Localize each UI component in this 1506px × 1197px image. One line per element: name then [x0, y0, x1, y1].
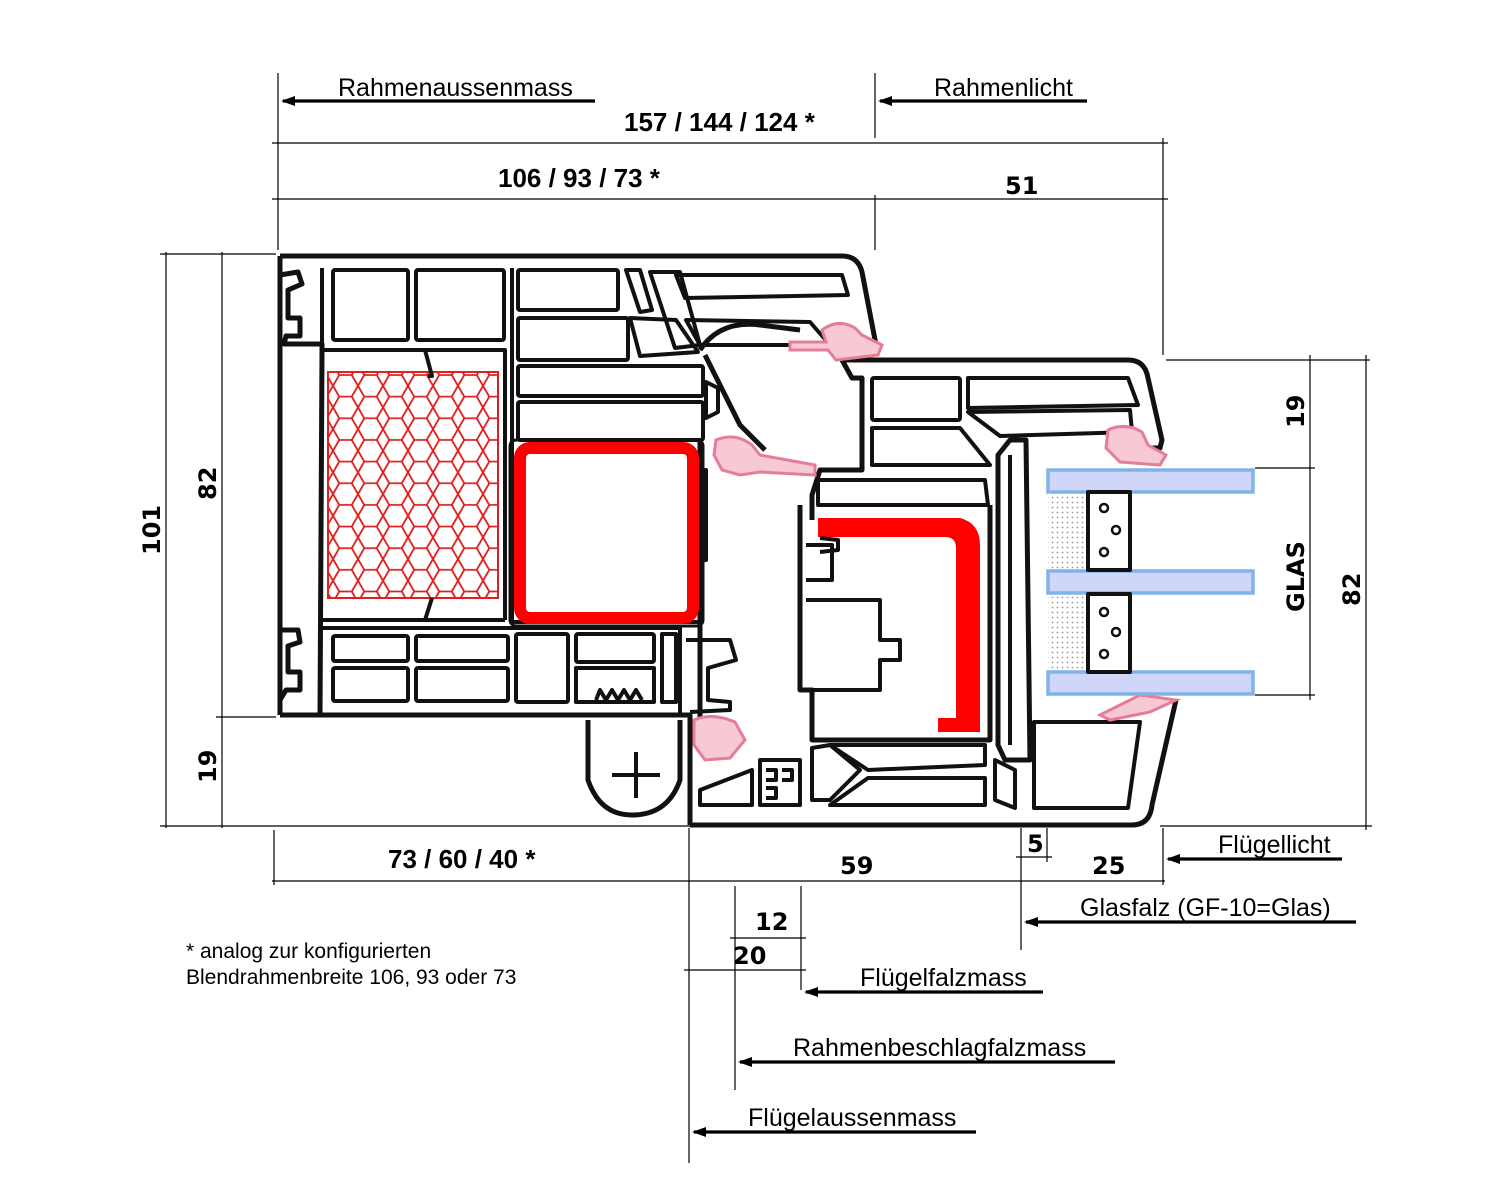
frame-steel-chamber [508, 438, 705, 628]
note-line-2: Blendrahmenbreite 106, 93 oder 73 [186, 966, 516, 989]
dim-frame-inner-height: 82 [194, 467, 222, 500]
dim-bottom-right: 25 [1092, 852, 1125, 880]
gaskets [692, 322, 1182, 762]
insulation-foam [327, 371, 499, 599]
frame-steel-reinforcement [514, 442, 699, 624]
dimension-lines [160, 73, 1372, 1163]
label-leaders [281, 96, 1356, 1137]
dim-frame-height: 101 [138, 505, 166, 555]
label-rahmenbeschlagfalzmass: Rahmenbeschlagfalzmass [793, 1034, 1086, 1062]
dim-glazing-bead-width: 51 [1005, 172, 1038, 200]
dim-bottom-middle: 59 [840, 852, 873, 880]
label-fluegelfalzmass: Flügelfalzmass [860, 964, 1027, 992]
sash-profile [690, 357, 1179, 828]
dim-total-width: 157 / 144 / 124 * [624, 107, 816, 137]
dim-frame-width: 106 / 93 / 73 * [498, 163, 661, 193]
dim-frame-bottom: 19 [194, 750, 222, 783]
dim-glass-top: 19 [1282, 395, 1310, 428]
notch-bottom [423, 597, 434, 621]
label-glasfalz: Glasfalz (GF-10=Glas) [1080, 894, 1331, 922]
dim-glass-height: 82 [1338, 573, 1366, 606]
label-fluegellicht: Flügellicht [1218, 831, 1331, 859]
dim-rahmenbeschlagfalz: 20 [733, 942, 766, 970]
sash-steel-reinforcement [818, 518, 980, 732]
label-rahmenlicht: Rahmenlicht [934, 74, 1073, 102]
label-fluegelaussenmass: Flügelaussenmass [748, 1104, 956, 1132]
dim-bottom-left: 73 / 60 / 40 * [388, 844, 536, 874]
label-rahmenaussenmass: Rahmenaussenmass [338, 74, 573, 102]
dim-glasfalz-small: 5 [1027, 830, 1044, 858]
triple-glazing [1046, 468, 1255, 696]
sash-steel-hook [819, 536, 840, 554]
notch-top [423, 349, 434, 378]
frame-profile [277, 253, 879, 825]
label-glas: GLAS [1282, 541, 1310, 612]
note-line-1: * analog zur konfigurierten [186, 940, 431, 963]
dim-fluegelfalz: 12 [755, 908, 788, 936]
